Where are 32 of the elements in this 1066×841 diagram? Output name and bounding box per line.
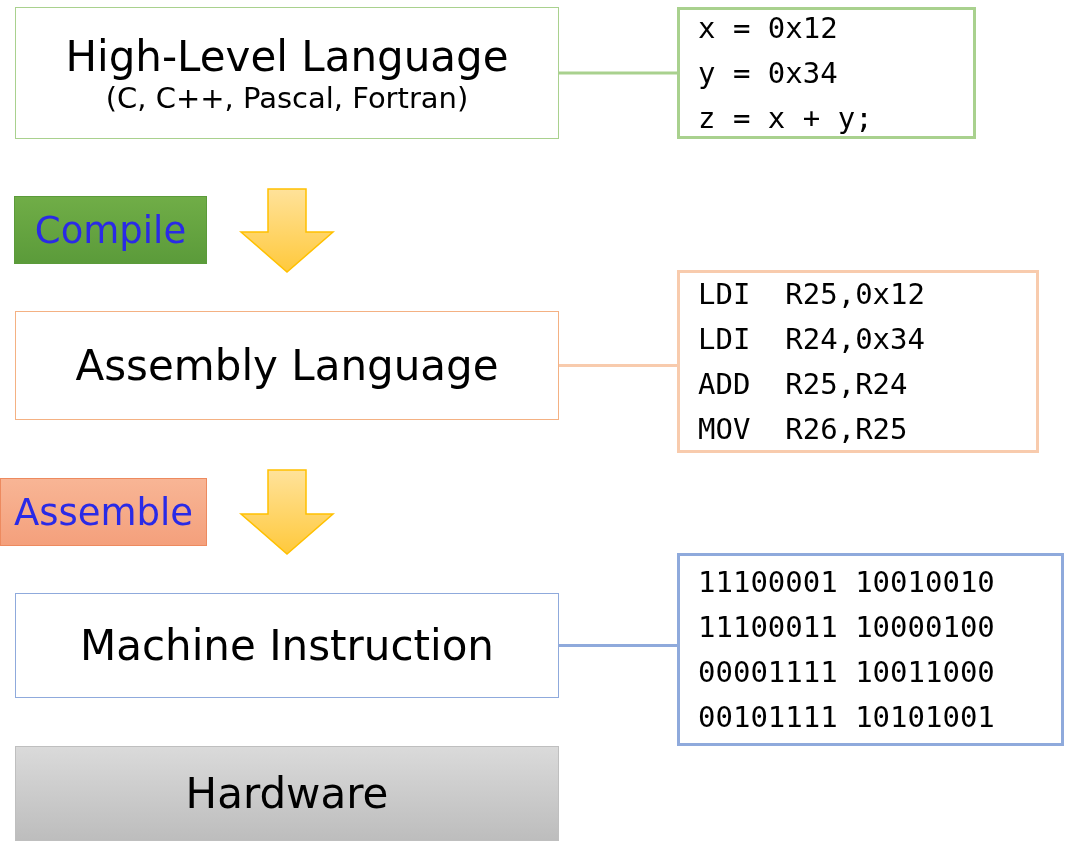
process-box <box>15 311 559 420</box>
label-text: High-Level Language <box>65 31 509 81</box>
code-box <box>677 7 976 139</box>
code-box <box>677 553 1064 746</box>
code-line: MOV R26,R25 <box>698 410 908 448</box>
code-line: z = x + y; <box>698 99 873 137</box>
code-line: x = 0x12 <box>698 9 838 47</box>
code-line: 11100001 10010010 <box>698 563 995 601</box>
code-line: 00001111 10011000 <box>698 653 995 691</box>
step-label <box>0 478 207 546</box>
code-line: LDI R25,0x12 <box>698 275 925 313</box>
connector-line <box>559 71 677 75</box>
label-text: Assembly Language <box>75 341 499 390</box>
code-line: 11100011 10000100 <box>698 608 995 646</box>
step-label <box>14 196 207 264</box>
code-box <box>677 270 1039 453</box>
code-line: y = 0x34 <box>698 54 838 92</box>
label-text: Hardware <box>185 769 389 818</box>
code-line: LDI R24,0x34 <box>698 320 925 358</box>
process-box <box>15 593 559 698</box>
code-line: 00101111 10101001 <box>698 698 995 736</box>
block-arrow <box>239 469 335 555</box>
connector-line <box>559 364 677 367</box>
label-text: Assemble <box>13 490 194 534</box>
connector-line <box>559 644 677 647</box>
subtitle: (C, C++, Pascal, Fortran) <box>105 80 469 115</box>
label-text: Machine Instruction <box>80 621 494 670</box>
process-box <box>15 7 559 139</box>
block-arrow <box>239 188 335 273</box>
hardware-box <box>15 746 559 841</box>
label-text: Compile <box>34 208 187 252</box>
code-line: ADD R25,R24 <box>698 365 908 403</box>
